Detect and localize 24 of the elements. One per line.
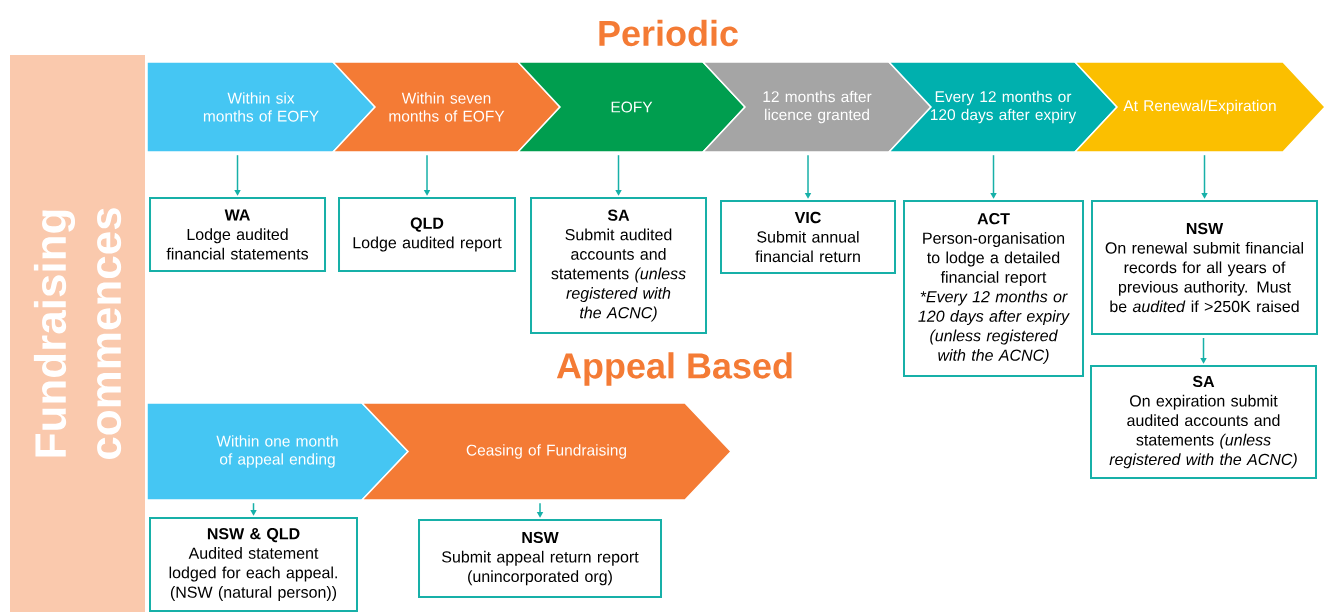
requirement-box: SA On expiration submit audited accounts and statements (unless registered with the ACNC)	[1090, 365, 1317, 479]
period-banner: Every 12 months or 120 days after expiry	[887, 61, 1119, 153]
period-banner: Ceasing of Fundraising	[360, 402, 733, 501]
requirement-box: VIC Submit annual financial return	[720, 200, 896, 274]
requirement-box: QLD Lodge audited report	[338, 197, 516, 272]
arrow	[615, 154, 622, 196]
period-banner: Within one month of appeal ending	[146, 402, 410, 501]
section-heading: Appeal Based	[556, 352, 792, 386]
arrow	[234, 154, 241, 196]
requirement-box: WA Lodge audited financial statements	[149, 197, 326, 272]
section-heading: Periodic	[599, 19, 738, 47]
period-banner: EOFY	[516, 61, 747, 153]
requirement-box: NSW & QLD Audited statement lodged for each appeal. (NSW (natural person))	[149, 517, 358, 612]
requirement-box: NSW Submit appeal return report (unincorporated org)	[418, 519, 662, 598]
requirement-box: ACT Person-organisation to lodge a detailed financial report *Every 12 months or 120 days after expiry (unless registered with the ACNC)	[903, 200, 1084, 377]
arrow	[1201, 154, 1208, 199]
arrow	[1200, 337, 1207, 364]
requirement-box: NSW On renewal submit financial records for all years of previous authority. Must be audited if >250K raised	[1091, 200, 1318, 335]
requirement-box: SA Submit audited accounts and statements (unless registered with the ACNC)	[530, 197, 707, 334]
period-banner: Within seven months of EOFY	[331, 61, 562, 153]
arrow	[250, 502, 257, 516]
side-band: Fundraising commences	[10, 55, 145, 612]
period-banner: Within six months of EOFY	[146, 61, 377, 153]
arrow	[990, 154, 997, 199]
